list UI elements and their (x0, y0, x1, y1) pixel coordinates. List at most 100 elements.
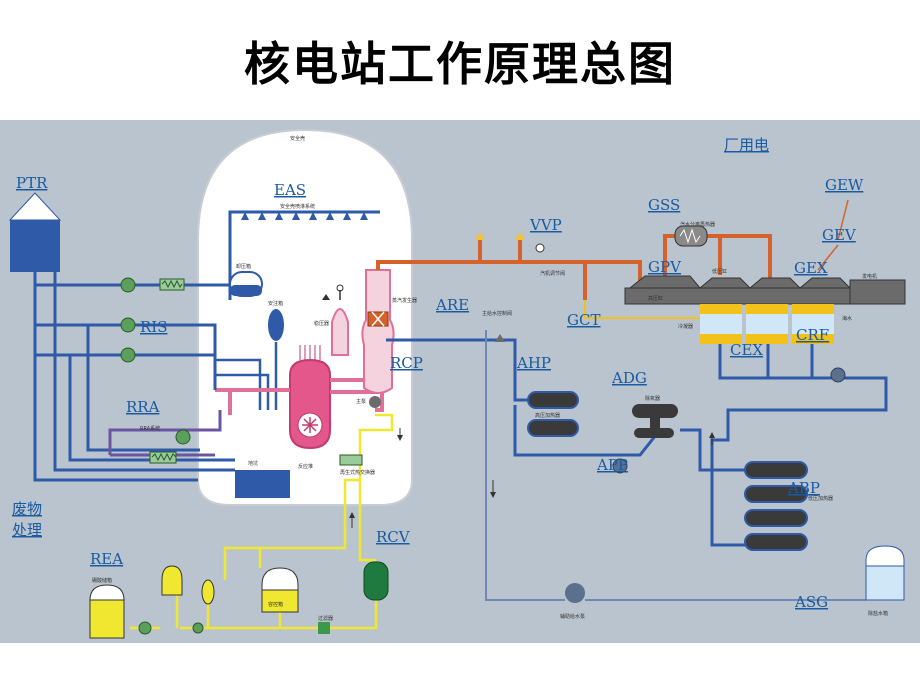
link-rea[interactable]: REA (90, 550, 123, 568)
link-gct[interactable]: GCT (567, 311, 600, 329)
rea-pump-2 (192, 622, 204, 634)
containment-building (197, 128, 413, 506)
link-app[interactable]: APP (596, 456, 628, 474)
injection-lines (215, 342, 278, 410)
label-feed-valve: 主给水控制阀 (482, 310, 512, 317)
link-gpv[interactable]: GPV (648, 258, 682, 276)
rcv-pipes (130, 413, 394, 630)
link-rcv[interactable]: RCV (376, 528, 411, 546)
label-containment: 安全壳 (290, 135, 305, 142)
label-filter: 过滤器 (318, 615, 333, 622)
link-changyongdian[interactable]: 厂用电 (724, 136, 769, 154)
label-regen-hx: 再生式热交换器 (340, 469, 375, 476)
feedwater-pipes (386, 338, 888, 547)
label-relief-tank: 卸压箱 (236, 263, 251, 270)
steam-generator (361, 269, 395, 394)
safety-injection-pipes (33, 272, 235, 482)
link-gex[interactable]: GEX (794, 259, 828, 277)
label-hp-turbine: 高压缸 (648, 295, 663, 302)
label-volume-tank: 容控箱 (268, 601, 283, 608)
moisture-separator (674, 225, 708, 247)
diagram-panel (0, 120, 920, 643)
deaerator-tank (634, 428, 674, 438)
label-reactor: 反应堆 (298, 463, 313, 470)
label-sump: 地坑 (248, 460, 258, 467)
volume-control-tank (261, 567, 299, 613)
link-ptr[interactable]: PTR (16, 174, 48, 192)
heat-exchanger-1 (159, 278, 185, 291)
separator-coil (679, 228, 701, 244)
ptr-tank (8, 192, 62, 272)
link-asg[interactable]: ASG (794, 593, 828, 611)
link-eas[interactable]: EAS (274, 181, 306, 199)
label-accumulator: 安注箱 (268, 300, 283, 307)
aux-feed-pump (565, 583, 585, 603)
separator-mark (371, 311, 385, 327)
link-crf[interactable]: CRF (796, 326, 829, 344)
feed-control-valve (495, 334, 505, 342)
label-aux-pump: 辅助给水泵 (560, 613, 585, 620)
link-gev[interactable]: GEV (822, 226, 857, 244)
link-gss[interactable]: GSS (648, 196, 680, 214)
label-hp-heater: 高压加热器 (535, 412, 560, 419)
control-rods (299, 345, 321, 360)
hp-turbine (628, 275, 702, 289)
label-lp-heater: 低压加热器 (808, 495, 833, 502)
link-waste-1[interactable]: 废物 (12, 500, 42, 518)
hx2-coil (151, 452, 177, 462)
link-ris[interactable]: RIS (140, 318, 168, 336)
label-boric-tank: 硼酸储箱 (92, 577, 112, 584)
label-sea: 海水 (842, 315, 852, 322)
link-abp[interactable]: ABP (787, 479, 820, 497)
condensers (700, 304, 834, 344)
link-ahp[interactable]: AHP (516, 354, 551, 372)
hp-heaters (527, 391, 579, 437)
feed-pump (612, 458, 628, 474)
regen-heat-exchanger (339, 454, 363, 466)
gct-line (584, 300, 700, 319)
link-are[interactable]: ARE (435, 296, 469, 314)
hx1-coil (161, 279, 183, 289)
main-pump (369, 396, 381, 408)
link-gew[interactable]: GEW (825, 176, 864, 194)
asg-pipes (485, 330, 866, 601)
label-water-tank: 除盐水箱 (868, 610, 888, 617)
eas-spray-header (228, 210, 380, 300)
link-adg[interactable]: ADG (611, 369, 647, 387)
rcv-filter (318, 622, 330, 634)
label-pressurizer: 稳压器 (314, 320, 329, 327)
pressurizer (331, 308, 349, 356)
label-steam-gen: 蒸汽发生器 (392, 297, 417, 304)
steam-line (376, 234, 772, 300)
condensate-pump (830, 367, 846, 383)
page-title: 核电站工作原理总图 (244, 37, 676, 91)
pumps-left (120, 277, 191, 445)
relief-tank-water (230, 285, 262, 296)
label-moisture-sep: 汽水分离再热器 (680, 221, 715, 228)
link-vvp[interactable]: VVP (529, 216, 562, 234)
accumulator-tank (268, 309, 284, 341)
rcv-demineralizer (363, 561, 389, 601)
generator (849, 279, 906, 305)
label-lp-turbine: 低压缸 (712, 268, 727, 275)
lp-turbine-2 (748, 277, 802, 289)
grid-line (837, 199, 849, 241)
lp-turbine-3 (798, 277, 852, 289)
fan-icon (302, 417, 318, 433)
flow-arrows (349, 428, 715, 528)
label-spray: 安全壳喷淋系统 (280, 203, 315, 210)
rea-pump (138, 621, 152, 635)
link-rra[interactable]: RRA (126, 398, 160, 416)
containment-sump (235, 470, 290, 498)
link-waste-2[interactable]: 处理 (12, 521, 42, 539)
link-cex[interactable]: CEX (730, 341, 763, 359)
label-rra-system: RRA系统 (140, 425, 160, 432)
link-rcp[interactable]: RCP (390, 354, 423, 372)
label-deaerator: 除氧器 (645, 395, 660, 402)
lp-heaters (744, 461, 808, 551)
asg-tank (865, 545, 905, 601)
turbine-valve (535, 243, 545, 253)
steam-vent-arrows (475, 232, 525, 240)
label-condenser: 冷凝器 (678, 323, 693, 330)
